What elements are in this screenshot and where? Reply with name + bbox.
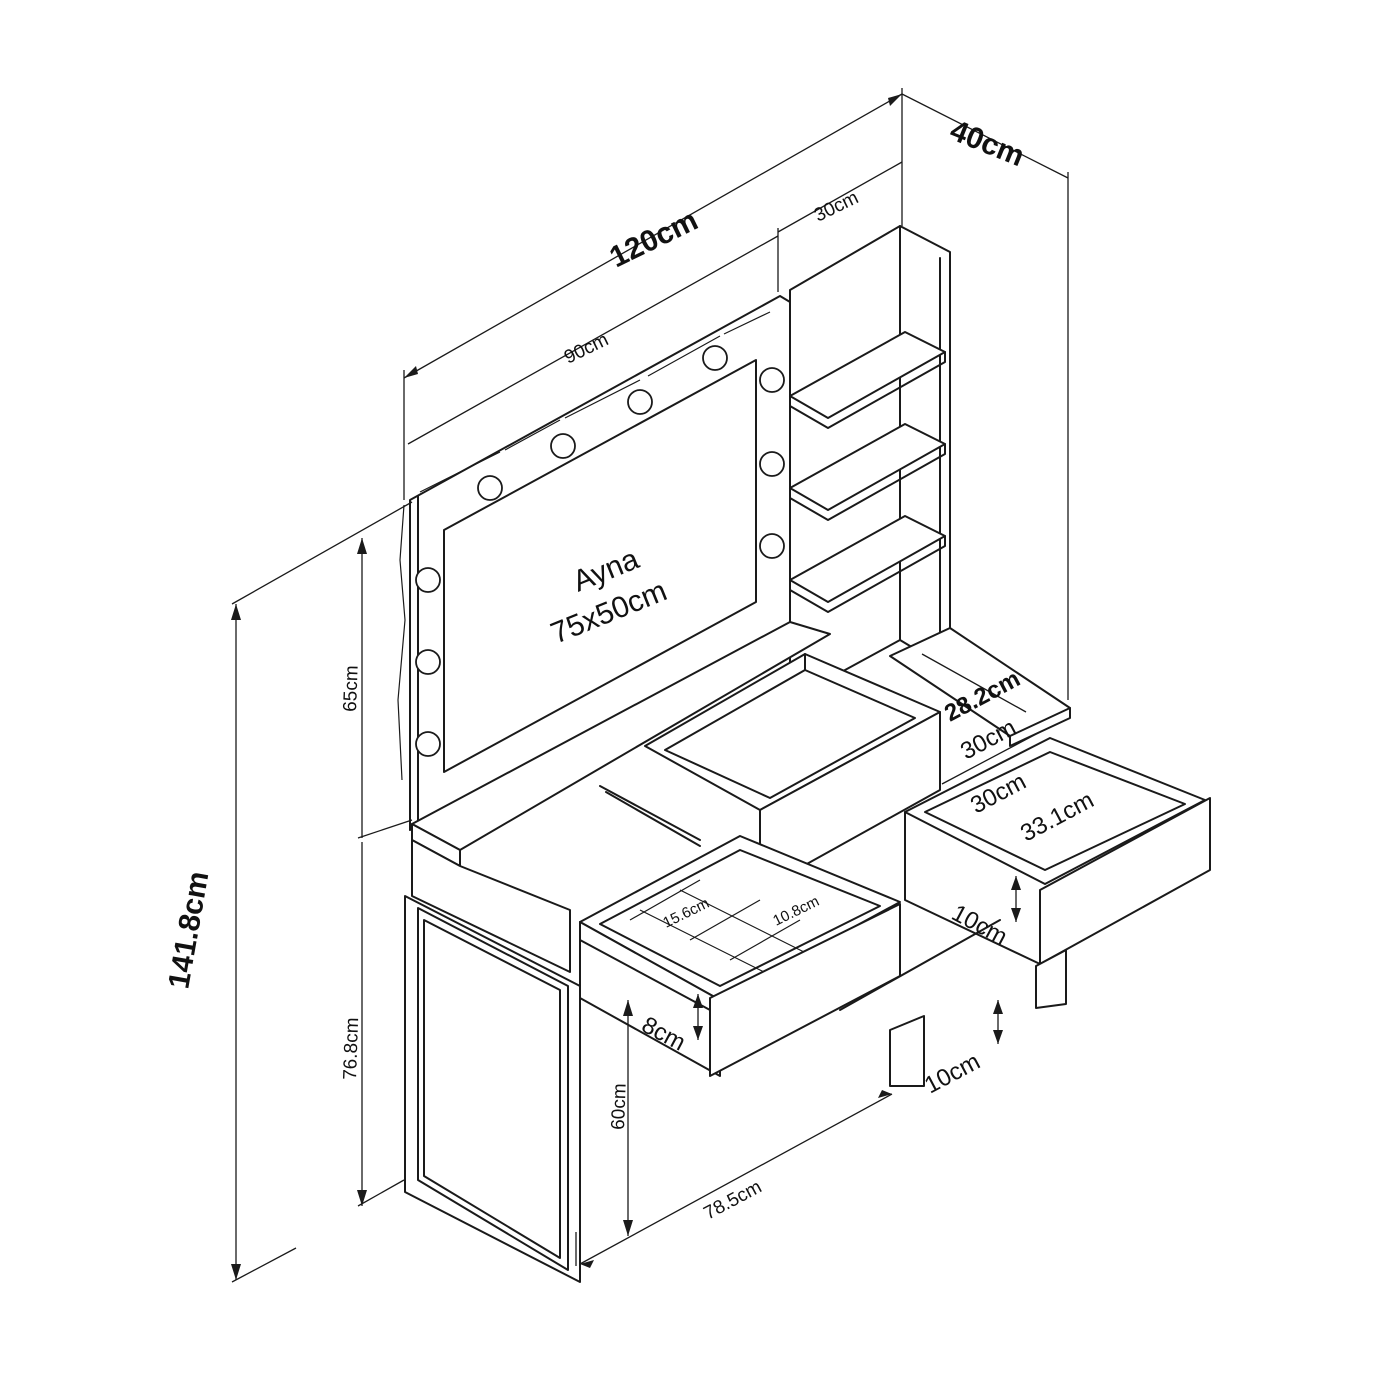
right-drawer <box>904 737 1211 1009</box>
label-shelf-width: 30cm <box>811 187 862 226</box>
label-desk-width: 78.5cm <box>700 1177 765 1225</box>
bulb-icon <box>627 389 653 415</box>
bulb-icon <box>759 367 785 393</box>
bulb-icon <box>550 433 576 459</box>
bulb-icon <box>702 345 728 371</box>
bulb-icon <box>477 475 503 501</box>
bulb-icon <box>415 649 441 675</box>
label-leg-height: 60cm <box>608 1083 631 1130</box>
leg-frame <box>404 895 1001 1283</box>
label-total-height: 141.8cm <box>162 869 215 991</box>
label-mirror-frame-width: 90cm <box>561 329 612 368</box>
left-drawer <box>579 835 901 1077</box>
mirror-frame <box>397 295 791 831</box>
desk-top <box>411 621 1071 973</box>
shelf-unit <box>789 225 951 701</box>
label-depth-total: 40cm <box>945 114 1029 173</box>
dimension-lines <box>231 88 1069 1283</box>
top-drawer <box>644 653 941 891</box>
bulb-icon <box>415 567 441 593</box>
label-width-total: 120cm <box>605 204 703 275</box>
bulb-icon <box>759 451 785 477</box>
bulb-icon <box>759 533 785 559</box>
mirror-bulbs <box>415 345 785 757</box>
label-bottom-clearance: 10cm <box>920 1048 984 1099</box>
label-desk-height: 76.8cm <box>340 1017 363 1080</box>
label-mirror-section-height: 65cm <box>340 665 363 712</box>
bulb-icon <box>415 731 441 757</box>
